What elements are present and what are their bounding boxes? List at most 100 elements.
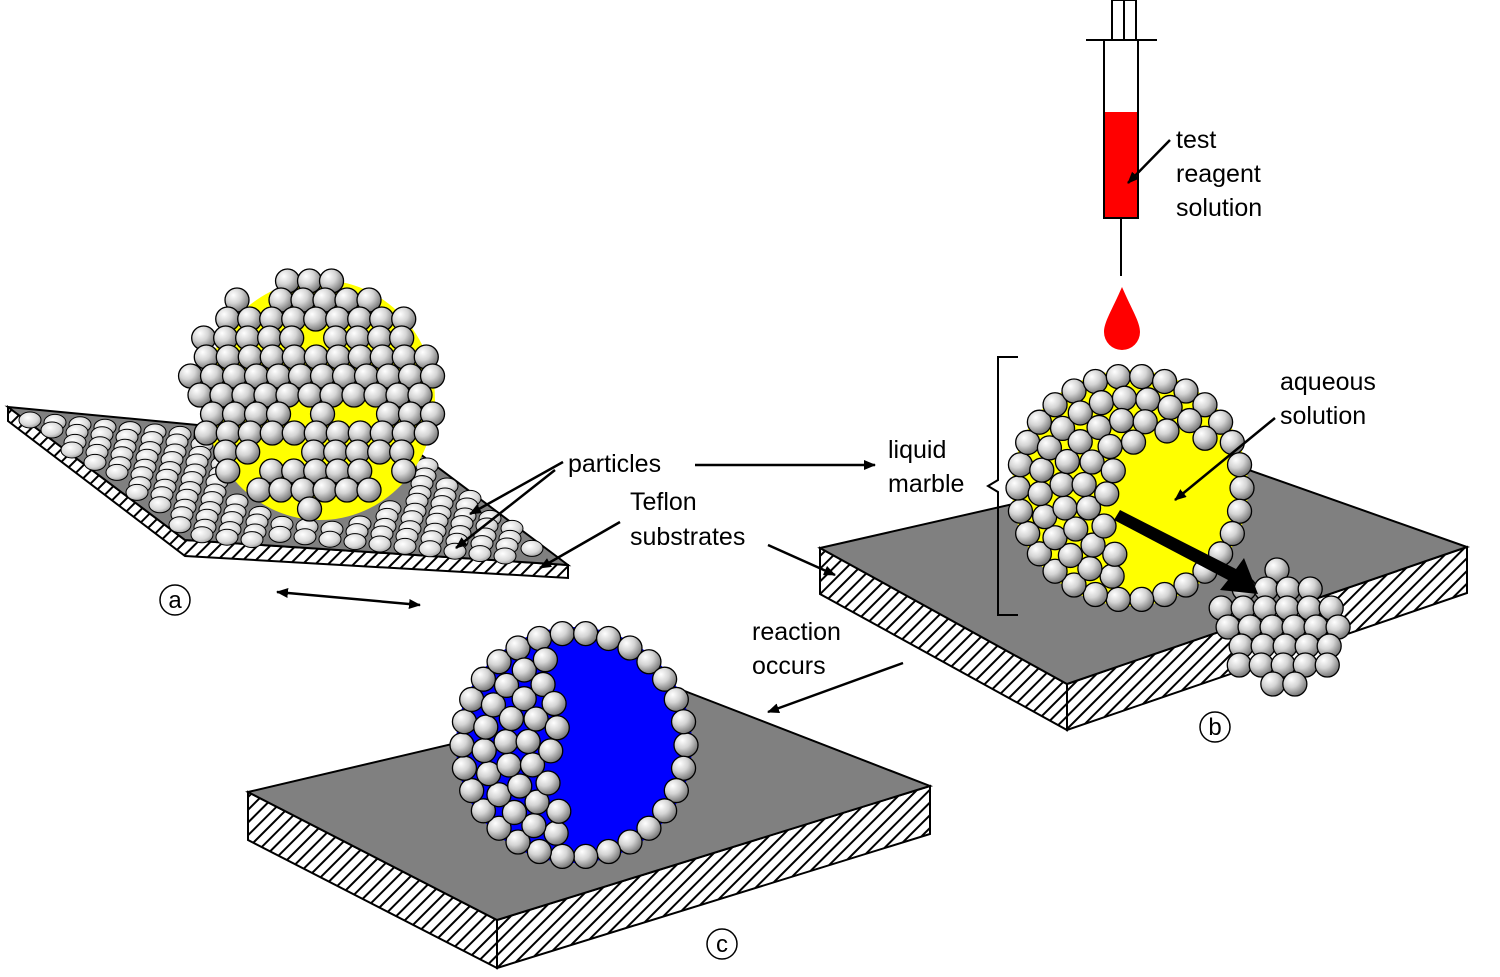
particle: [574, 844, 598, 868]
svg-text:c: c: [716, 931, 728, 958]
particle: [672, 710, 696, 734]
particle: [1095, 482, 1119, 506]
particle: [1110, 409, 1134, 433]
marble-b: [1006, 365, 1254, 612]
particle: [497, 753, 521, 777]
liquid-marble-label-line2: marble: [888, 470, 964, 498]
particle: [84, 454, 106, 470]
particle: [1220, 430, 1244, 454]
particles-label: particles: [568, 450, 661, 478]
particle: [61, 442, 83, 458]
particle: [1136, 388, 1160, 412]
particle: [260, 421, 284, 445]
particle: [1153, 369, 1177, 393]
particle: [547, 799, 571, 823]
particle: [545, 716, 569, 740]
reaction-label-line1: reaction: [752, 618, 841, 646]
particle: [1101, 459, 1125, 483]
aqueous-label-line1: aqueous: [1280, 368, 1376, 396]
particle: [1228, 453, 1252, 477]
panel-marker-c: c: [707, 929, 737, 959]
particle: [544, 821, 568, 845]
particle: [236, 440, 260, 464]
svg-text:b: b: [1208, 714, 1221, 741]
particle: [533, 648, 557, 672]
droplet-icon: [1104, 287, 1140, 350]
particle: [294, 529, 316, 545]
particle: [368, 440, 392, 464]
particle: [335, 478, 359, 502]
particle: [542, 692, 566, 716]
test-reagent-label-line1: test: [1176, 126, 1216, 154]
particle: [392, 459, 416, 483]
particle: [550, 844, 574, 868]
particle: [506, 636, 530, 660]
particle: [247, 478, 271, 502]
particle: [191, 527, 213, 543]
particle: [1008, 499, 1032, 523]
particle: [664, 687, 688, 711]
particle: [269, 526, 291, 542]
particle: [1315, 653, 1339, 677]
test-reagent-label-line3: solution: [1176, 194, 1262, 222]
particle: [41, 422, 63, 438]
particle: [357, 478, 381, 502]
particle: [1064, 517, 1088, 541]
particle: [574, 622, 598, 646]
particle: [1228, 499, 1252, 523]
marble-c: [450, 622, 698, 869]
particle: [539, 739, 563, 763]
particle: [1261, 672, 1285, 696]
teflon-label-line1: Teflon: [630, 488, 697, 516]
particle: [1028, 482, 1052, 506]
particle: [344, 534, 366, 550]
particle: [149, 497, 171, 513]
particle: [474, 715, 498, 739]
particle: [1103, 542, 1127, 566]
particle: [298, 497, 322, 521]
panel-marker-b: b: [1200, 712, 1230, 742]
panel-marker-a: a: [160, 585, 190, 615]
particle: [1089, 391, 1113, 415]
particle: [508, 774, 532, 798]
particle: [1050, 473, 1074, 497]
particle: [1053, 496, 1077, 520]
particle: [494, 730, 518, 754]
double-arrow-icon: [277, 592, 420, 605]
particle: [394, 538, 416, 554]
particle: [106, 464, 128, 480]
particle: [1227, 653, 1251, 677]
particle: [1112, 386, 1136, 410]
particle: [1130, 365, 1154, 389]
particle: [1100, 564, 1124, 588]
particle: [216, 459, 240, 483]
particle: [597, 840, 621, 864]
particle: [342, 383, 366, 407]
particle: [241, 532, 263, 548]
teflon-label-line2: substrates: [630, 523, 745, 551]
particle: [452, 756, 476, 780]
particle: [472, 739, 496, 763]
particle: [1030, 458, 1054, 482]
syringe-icon: [1086, 0, 1157, 276]
particle: [1062, 379, 1086, 403]
particle: [516, 729, 540, 753]
particle: [452, 710, 476, 734]
particle: [19, 412, 41, 428]
particle: [1106, 587, 1130, 611]
liquid-marble-label-line1: liquid: [888, 436, 946, 464]
particle: [1122, 430, 1146, 454]
particle: [1155, 419, 1179, 443]
particle: [521, 540, 543, 556]
particle: [1083, 583, 1107, 607]
particle: [1283, 672, 1307, 696]
particle: [194, 421, 218, 445]
particle: [313, 478, 337, 502]
particle: [1130, 587, 1154, 611]
particle: [169, 517, 191, 533]
particle: [1098, 435, 1122, 459]
particle: [369, 536, 391, 552]
reaction-label-line2: occurs: [752, 652, 826, 680]
particle: [597, 626, 621, 650]
